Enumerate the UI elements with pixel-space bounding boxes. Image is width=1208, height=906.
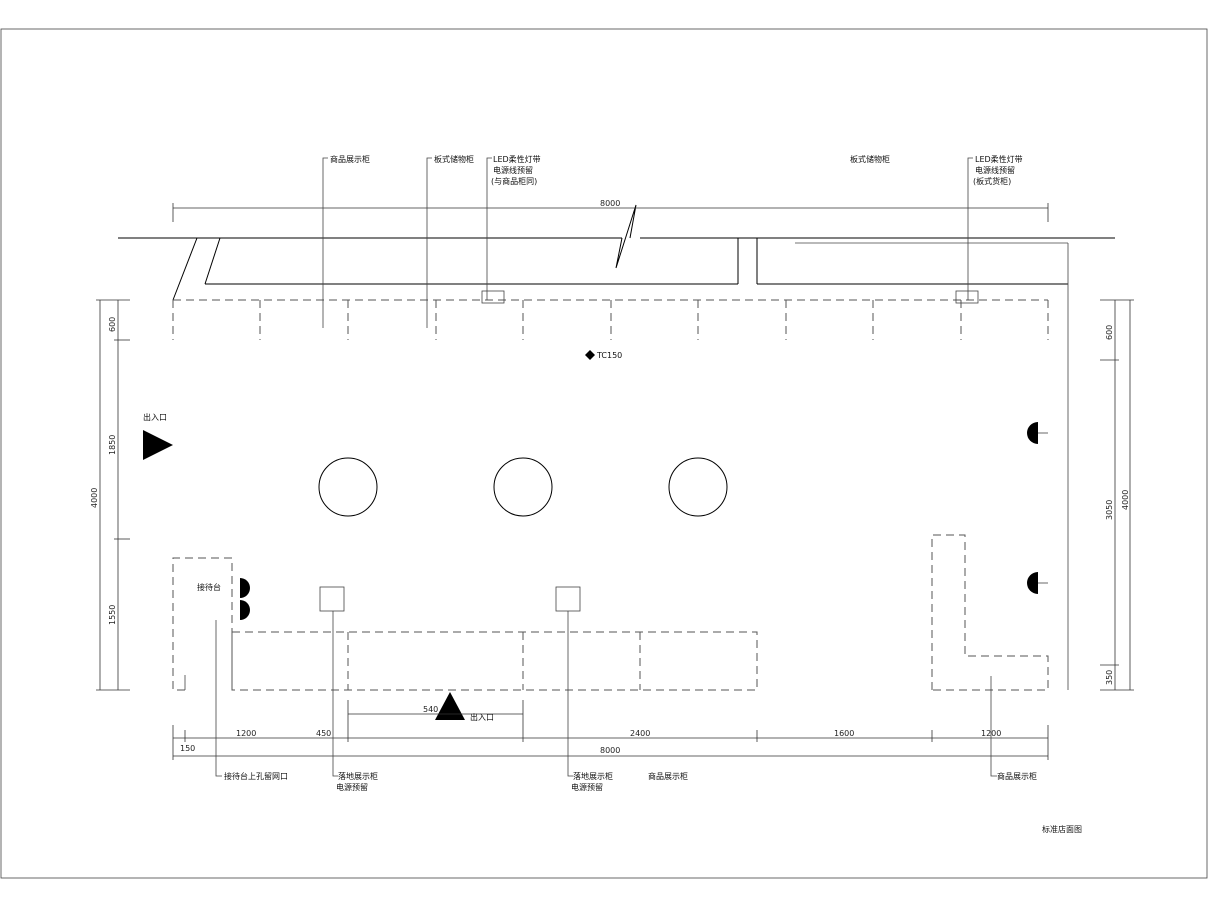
label-led-strip-2-line2: 电源线预留 <box>975 165 1015 175</box>
label-display-cabinet: 商品展示柜 <box>330 154 370 164</box>
label-floor-cabinet-2-line2: 电源预留 <box>571 782 603 792</box>
ceiling-mark-label: TC150 <box>596 351 622 360</box>
round-display-table <box>318 457 378 517</box>
label-led-strip-2-line3: (板式货柜) <box>973 176 1011 186</box>
ceiling-mark-icon <box>585 350 595 360</box>
dim-bottom-seg: 540 <box>423 705 438 714</box>
break-symbol <box>615 204 637 269</box>
round-display-table <box>668 457 728 517</box>
l-shaped-display-cabinet <box>931 534 1049 691</box>
dim-left-seg: 1550 <box>108 605 117 625</box>
drawing-title: 标准店面图 <box>1042 824 1082 834</box>
reception-label: 接待台 <box>197 582 221 592</box>
dim-right-seg: 600 <box>1105 325 1114 340</box>
dim-left-total: 4000 <box>90 488 99 508</box>
dim-bottom-seg: 150 <box>180 744 195 753</box>
socket-icon <box>955 290 979 304</box>
dim-right-seg: 3050 <box>1105 500 1114 520</box>
label-led-strip-1-line2: 电源线预留 <box>493 165 533 175</box>
dim-right-seg: 350 <box>1105 670 1114 685</box>
label-led-strip-1-line3: (与商品柜同) <box>491 176 537 186</box>
label-panel-storage: 板式储物柜 <box>434 154 474 164</box>
label-led-strip-1: LED柔性灯带 <box>493 154 541 164</box>
wall-lamp-icon <box>1027 422 1038 444</box>
top-cabinets <box>172 290 1049 340</box>
dim-right-total: 4000 <box>1121 490 1130 510</box>
leader-lines <box>215 157 997 777</box>
label-panel-storage-2: 板式储物柜 <box>850 154 890 164</box>
floor-socket-icon <box>555 586 581 612</box>
dim-bottom-total: 8000 <box>600 746 620 755</box>
label-display-cabinet-mid: 商品展示柜 <box>648 771 688 781</box>
label-display-cabinet-right: 商品展示柜 <box>997 771 1037 781</box>
socket-icon <box>481 290 505 304</box>
entrance-left-label: 出入口 <box>143 412 167 422</box>
floor-socket-icon <box>319 586 345 612</box>
wall-lamp-icon <box>1027 572 1038 594</box>
label-floor-cabinet-2: 落地展示柜 <box>573 771 613 781</box>
round-display-table <box>493 457 553 517</box>
chair-icon <box>240 600 250 620</box>
chair-icon <box>240 578 250 598</box>
dim-left-seg: 600 <box>108 317 117 332</box>
walls <box>118 204 1115 690</box>
dim-left-seg: 1850 <box>108 435 117 455</box>
dim-bottom-seg: 1200 <box>236 729 256 738</box>
entrance-arrow-icon <box>143 430 173 460</box>
label-floor-cabinet-1: 落地展示柜 <box>338 771 378 781</box>
entrance-arrow-icon <box>435 692 465 720</box>
label-reception-note: 接待台上孔留网口 <box>224 771 288 781</box>
dim-top-total: 8000 <box>600 199 620 208</box>
dim-bottom-seg: 1600 <box>834 729 854 738</box>
entrance-bottom-label: 出入口 <box>470 712 494 722</box>
dimension-lines <box>96 203 1134 760</box>
dim-bottom-seg: 450 <box>316 729 331 738</box>
label-floor-cabinet-1-line2: 电源预留 <box>336 782 368 792</box>
dim-bottom-seg: 1200 <box>981 729 1001 738</box>
sheet-border <box>0 28 1208 879</box>
label-led-strip-2: LED柔性灯带 <box>975 154 1023 164</box>
reception-counter <box>172 534 1049 691</box>
dim-bottom-seg: 2400 <box>630 729 650 738</box>
